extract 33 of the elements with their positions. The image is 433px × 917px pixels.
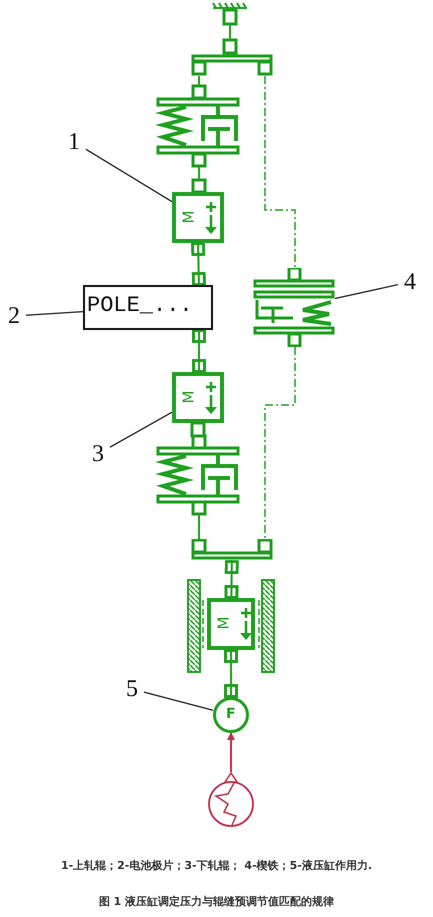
- yoke-drawing: [191, 539, 273, 561]
- leader-line: [110, 412, 172, 448]
- mass-block: [172, 192, 224, 243]
- force-circle: [213, 697, 249, 733]
- callout-number: 3: [86, 440, 110, 468]
- callout-number: 4: [398, 268, 422, 296]
- linkage-line: [264, 347, 296, 539]
- part-box: [83, 285, 213, 330]
- callout-number: 2: [2, 302, 26, 330]
- joint-link: [224, 649, 238, 698]
- callout-number: 5: [120, 675, 144, 703]
- mass-block: [172, 372, 224, 423]
- key-text: 1-上轧辊；2-电池极片；3-下轧辊； 4-楔铁；5-液压缸作用力.: [60, 858, 374, 873]
- joint-link: [191, 242, 206, 286]
- leader-line: [86, 148, 172, 202]
- wedge-drawing: [253, 268, 335, 347]
- mass-symbol: M: [180, 210, 196, 224]
- part-label: POLE_...: [87, 293, 193, 319]
- joint-link: [192, 329, 206, 373]
- leader-line: [26, 310, 84, 316]
- force-symbol: F: [226, 706, 236, 722]
- figure-caption: 图 1 液压缸调定压力与辊缝预调节值匹配的规律: [98, 894, 336, 909]
- mass-symbol: M: [180, 390, 196, 404]
- leader-line: [144, 692, 214, 711]
- joint-link: [224, 560, 239, 600]
- yoke-drawing: [191, 54, 273, 76]
- arrow: [227, 732, 235, 772]
- callout-number: 1: [62, 128, 86, 156]
- leader-line: [334, 284, 398, 300]
- linkage-line: [264, 76, 296, 268]
- signal-source-icon: [206, 772, 256, 828]
- mass-symbol: M: [215, 616, 232, 630]
- mass-block: [207, 598, 255, 650]
